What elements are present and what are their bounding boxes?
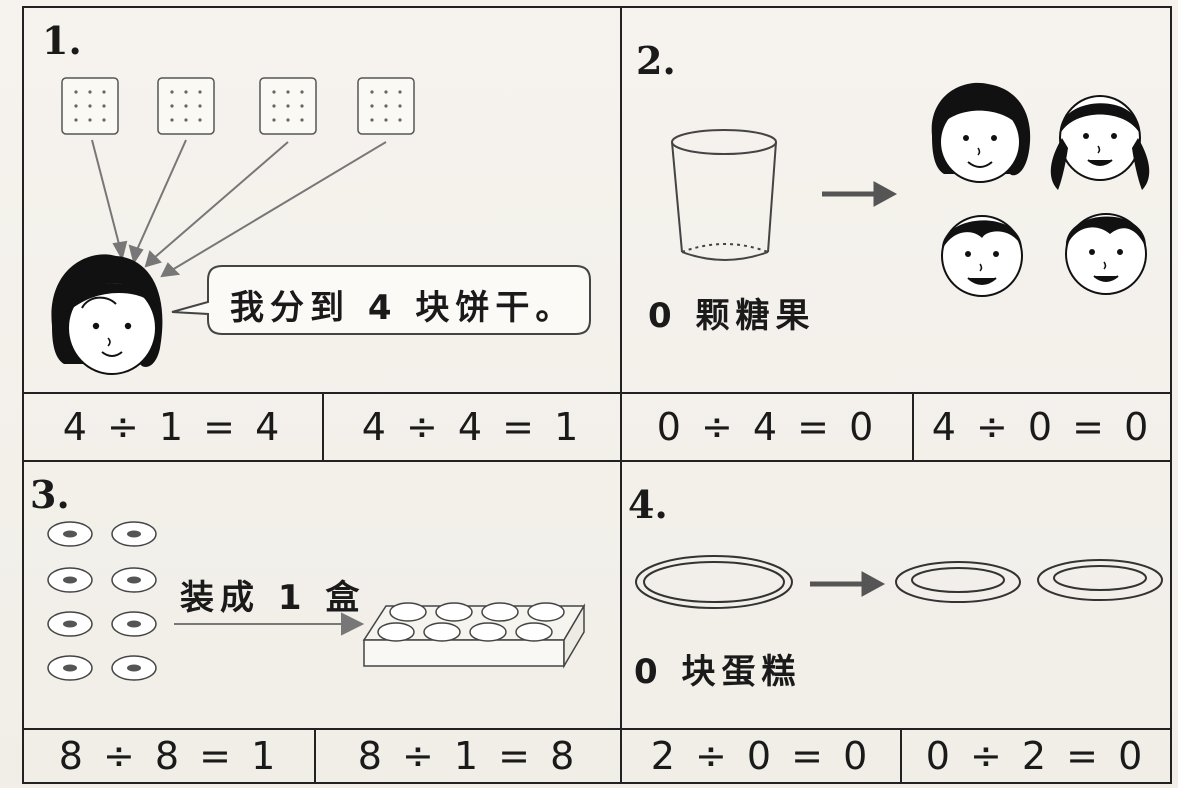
girl-face-icon [931,82,1031,183]
arrow-icon [91,139,387,278]
center-divider [620,8,622,782]
rule-eq2-top [24,728,1170,730]
equation-cell: 4 ÷ 1 = 4 [24,394,324,460]
speech-text: 我分到 4 块饼干。 [230,288,576,328]
rule-eq1-top [24,392,1170,394]
girl-face-icon [51,254,163,375]
candy-illustration [671,82,1150,297]
plate-icon [635,555,793,609]
equation-cell: 0 ÷ 2 = 0 [925,734,1147,778]
arrow-icon [822,181,898,207]
panel-number: 1. [42,18,82,63]
panel-3: 3. [24,462,620,728]
panel-number: 4. [628,482,668,527]
boy-face-icon [1065,213,1147,295]
box-caption: 装成 1 盒 [180,578,366,618]
speech-bubble [171,265,591,335]
worksheet-grid: 1. [22,6,1172,784]
donut-box-icon [362,602,586,669]
arrow-icon [174,612,365,636]
equation-cell: 8 ÷ 8 = 1 [24,730,316,782]
panel-number: 3. [30,472,70,517]
panel-2: 2. [622,8,1170,392]
girl-face-icon [1050,95,1150,190]
cup-icon [671,129,777,261]
equation-cell: 4 ÷ 4 = 1 [361,405,583,449]
cake-caption: 0 块蛋糕 [634,652,802,692]
donut-icon [47,521,157,681]
equation-row-4: 2 ÷ 0 = 0 0 ÷ 2 = 0 [622,730,1170,782]
equation-row-3: 8 ÷ 8 = 1 8 ÷ 1 = 8 [24,730,620,782]
equation-cell: 8 ÷ 1 = 8 [357,734,579,778]
plate-icon [1037,559,1163,601]
equation-row-2: 0 ÷ 4 = 0 4 ÷ 0 = 0 [622,394,1170,460]
equation-row-1: 4 ÷ 1 = 4 4 ÷ 4 = 1 [24,394,620,460]
arrow-icon [810,571,886,597]
equation-cell: 2 ÷ 0 = 0 [622,730,902,782]
panel-4: 4. 0 块蛋糕 [622,462,1170,728]
biscuit-icon [61,77,415,135]
candy-caption: 0 颗糖果 [648,296,816,336]
biscuits-illustration [51,77,591,375]
boy-face-icon [941,215,1023,297]
panel-number: 2. [636,38,676,83]
rule-eq1-bottom [24,460,1170,462]
plate-icon [895,561,1021,603]
equation-cell: 4 ÷ 0 = 0 [931,405,1153,449]
panel-1: 1. [24,8,620,392]
donuts-illustration [47,521,586,681]
equation-cell: 0 ÷ 4 = 0 [622,394,914,460]
plates-illustration [635,555,1163,609]
